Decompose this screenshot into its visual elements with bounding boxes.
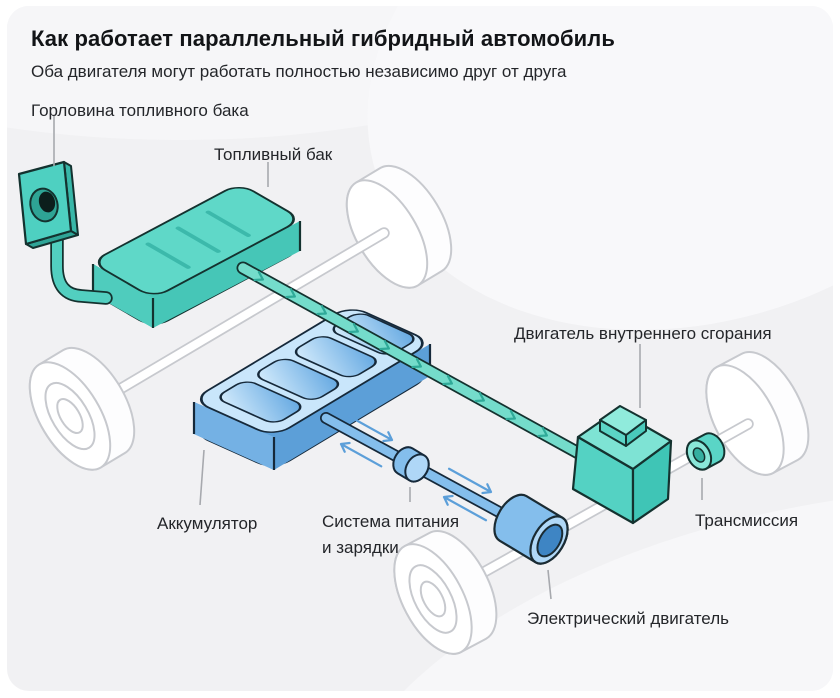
fuel-filler-illustration	[17, 160, 113, 305]
front-axle	[82, 227, 390, 414]
label-electric-motor: Электрический двигатель	[527, 609, 729, 628]
label-fuel-tank: Топливный бак	[214, 145, 333, 164]
label-power-charging-system-line1: Система питания	[322, 512, 460, 531]
callout-battery	[199, 449, 205, 506]
front-left-wheel	[12, 333, 152, 484]
label-power-charging-system: Система питания и зарядки	[322, 509, 459, 561]
infographic-card: Как работает параллельный гибридный авто…	[7, 6, 833, 691]
callout-lines	[53, 116, 703, 600]
fuel-flow-arrows	[253, 271, 548, 438]
electric-flow-arrows	[339, 414, 493, 522]
power-charging-system-illustration	[392, 446, 430, 483]
page-subtitle: Оба двигателя могут работать полностью н…	[31, 62, 567, 81]
label-combustion-engine: Двигатель внутреннего сгорания	[514, 324, 772, 343]
transmission-illustration	[685, 432, 726, 471]
label-fuel-filler: Горловина топливного бака	[31, 101, 249, 120]
label-transmission: Трансмиссия	[695, 511, 799, 530]
fuel-tank-illustration	[91, 186, 302, 328]
background-blobs	[7, 6, 833, 691]
label-power-charging-system-line2: и зарядки	[322, 538, 399, 557]
combustion-engine-illustration	[571, 405, 673, 525]
page-title: Как работает параллельный гибридный авто…	[31, 26, 616, 51]
background-blob	[367, 6, 833, 330]
electric-motor-illustration	[493, 493, 569, 565]
hybrid-car-diagram	[7, 6, 833, 691]
fuel-line	[236, 261, 589, 462]
background-blob	[325, 488, 833, 691]
label-battery: Аккумулятор	[157, 514, 258, 533]
callout-electric-motor	[547, 569, 552, 600]
